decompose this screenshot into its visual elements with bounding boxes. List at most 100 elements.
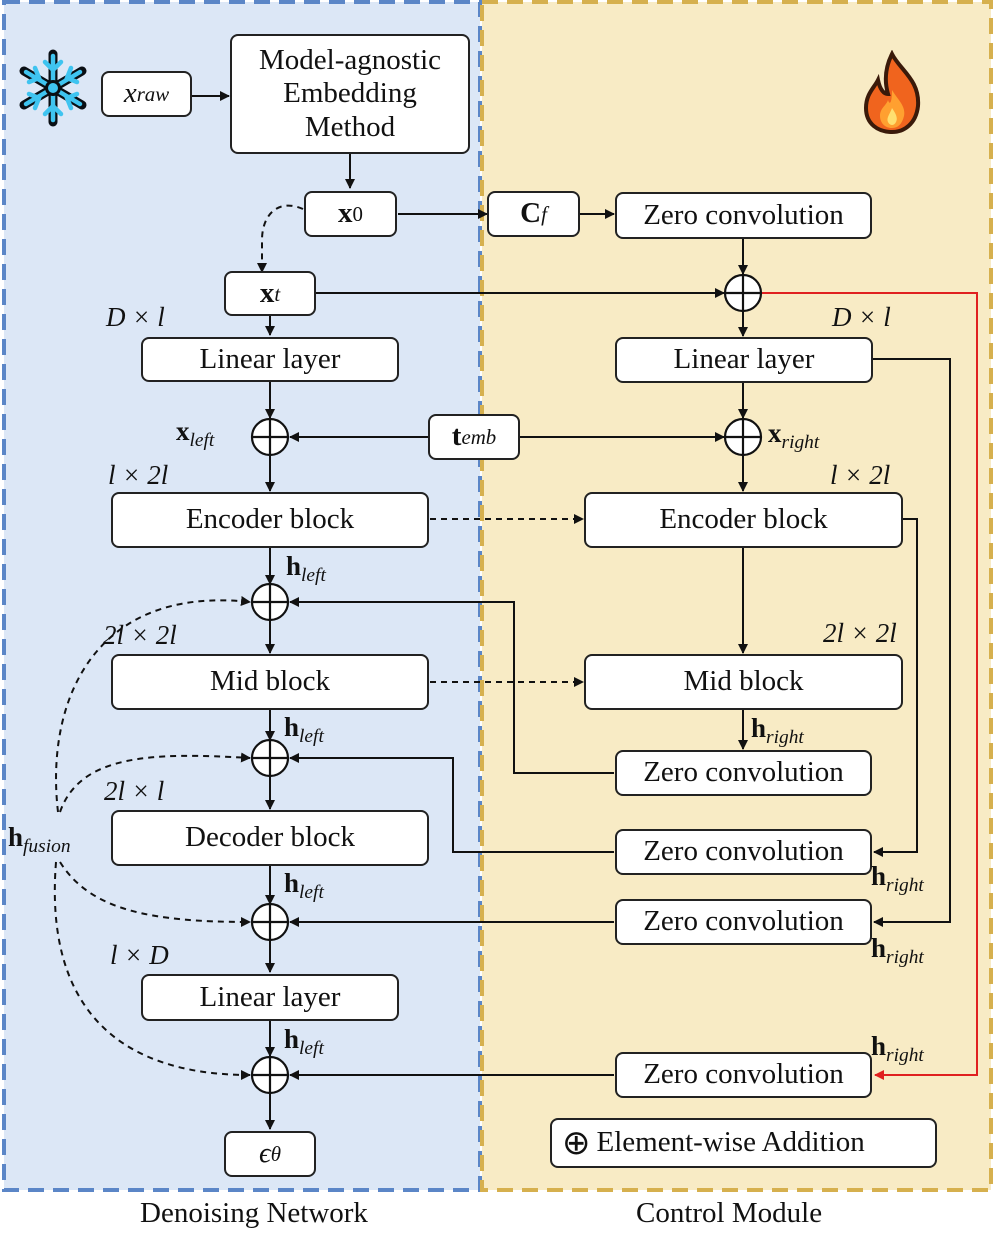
epsilon-sub: θ xyxy=(270,1142,281,1166)
x0-base: x xyxy=(338,197,353,230)
mid-block-right: Mid block xyxy=(584,654,903,710)
x-right-sub: right xyxy=(781,431,820,453)
x-left-base: x xyxy=(176,416,190,446)
x-right-base: x xyxy=(768,418,782,448)
encoder-block-right: Encoder block xyxy=(584,492,903,548)
x0-sub: 0 xyxy=(352,202,363,226)
h-right-label-2: hright xyxy=(871,861,924,896)
arrow-linear-zero3 xyxy=(873,358,951,927)
dim-label-left-5: l × D xyxy=(110,940,169,970)
h-left-base-3: h xyxy=(284,868,300,898)
h-left-label-2: hleft xyxy=(284,712,324,747)
h-left-sub-4: left xyxy=(299,1037,324,1059)
mid-block-left: Mid block xyxy=(111,654,429,710)
fire-icon xyxy=(863,50,921,135)
h-left-base-1: h xyxy=(286,551,302,581)
t-emb-sub: emb xyxy=(461,425,497,449)
xt-base: x xyxy=(259,276,275,309)
zero-convolution-3-label: Zero convolution xyxy=(643,905,844,938)
h-right-sub-1: right xyxy=(766,726,804,748)
dim-label-right-3: 2l × 2l xyxy=(823,618,897,648)
linear-layer-left-2-label: Linear layer xyxy=(199,980,341,1013)
dim-label-left-4: 2l × l xyxy=(104,776,165,806)
h-fusion-label: hfusion xyxy=(8,822,71,857)
h-left-label-3: hleft xyxy=(284,868,324,903)
cf-sub: f xyxy=(541,202,547,226)
dashed-x0-xt xyxy=(257,204,304,273)
dim-label-right-2: l × 2l xyxy=(830,460,891,490)
dim-label-left-3: 2l × 2l xyxy=(103,620,177,650)
legend-symbol: ⊕ xyxy=(562,1123,591,1163)
dim-label-right-1: D × l xyxy=(832,302,891,332)
zero-convolution-1-label: Zero convolution xyxy=(643,756,844,789)
legend-label: Element-wise Addition xyxy=(596,1126,865,1159)
h-right-base-4: h xyxy=(871,1031,887,1061)
h-left-base-4: h xyxy=(284,1024,300,1054)
zero-convolution-2: Zero convolution xyxy=(615,829,872,875)
x-left-sub: left xyxy=(189,429,215,451)
zero-convolution-2-label: Zero convolution xyxy=(643,835,844,868)
right-panel-title: Control Module xyxy=(636,1197,823,1229)
x-raw-sub: raw xyxy=(136,82,170,106)
h-right-label-1: hright xyxy=(751,713,804,748)
snowflake-icon xyxy=(19,49,87,127)
encoder-block-right-label: Encoder block xyxy=(659,503,828,536)
dashed-fusion-add5 xyxy=(53,861,251,1080)
add-node-top-right xyxy=(723,273,763,313)
h-left-base-2: h xyxy=(284,712,300,742)
x-left-label: xleft xyxy=(176,416,215,451)
mid-block-right-label: Mid block xyxy=(683,665,804,698)
arrow-zero2-add3 xyxy=(289,753,614,853)
linear-layer-left-1: Linear layer xyxy=(141,337,399,382)
zero-convolution-4: Zero convolution xyxy=(615,1052,872,1098)
add-node-hleft-1 xyxy=(250,582,290,622)
h-right-base-2: h xyxy=(871,861,887,891)
decoder-block-left: Decoder block xyxy=(111,810,429,866)
h-left-label-1: hleft xyxy=(286,551,326,586)
h-right-label-3: hright xyxy=(871,935,924,968)
zero-convolution-1: Zero convolution xyxy=(615,750,872,796)
h-left-sub-2: left xyxy=(299,725,324,747)
x-right-label: xright xyxy=(768,418,820,453)
mid-block-left-label: Mid block xyxy=(209,665,331,698)
linear-layer-left-1-label: Linear layer xyxy=(199,342,341,375)
left-panel-title: Denoising Network xyxy=(140,1197,368,1229)
linear-layer-right-label: Linear layer xyxy=(673,343,815,376)
arrow-red-skip xyxy=(762,292,978,1080)
linear-layer-left-2: Linear layer xyxy=(141,974,399,1021)
h-right-sub-2: right xyxy=(886,874,924,896)
add-node-hleft-2 xyxy=(250,738,290,778)
decoder-block-left-label: Decoder block xyxy=(185,821,355,854)
t-emb-base: t xyxy=(451,420,462,453)
encoder-block-left: Encoder block xyxy=(111,492,429,548)
legend-box: ⊕ Element-wise Addition xyxy=(550,1118,937,1168)
zero-convolution-3: Zero convolution xyxy=(615,899,872,945)
add-node-hleft-3 xyxy=(250,902,290,942)
h-right-base-1: h xyxy=(751,713,767,743)
dim-label-left-2: l × 2l xyxy=(108,460,169,490)
h-right-sub-4: right xyxy=(886,1044,924,1066)
embedding-method-box: Model-agnostic Embedding Method xyxy=(230,34,470,154)
h-left-label-4: hleft xyxy=(284,1024,324,1059)
h-right-label-4: hright xyxy=(871,1031,924,1066)
linear-layer-right: Linear layer xyxy=(615,337,873,383)
add-node-xleft xyxy=(250,417,290,457)
control-module-panel xyxy=(480,0,993,1192)
zero-convolution-top-label: Zero convolution xyxy=(643,198,844,231)
embedding-method-label: Model-agnostic Embedding Method xyxy=(258,43,441,143)
add-node-hleft-4 xyxy=(250,1055,290,1095)
encoder-block-left-label: Encoder block xyxy=(185,503,355,536)
epsilon-base: ϵ xyxy=(259,1137,271,1170)
cf-base: C xyxy=(520,197,542,230)
zero-convolution-top: Zero convolution xyxy=(615,192,872,239)
h-right-sub-3: right xyxy=(886,946,924,968)
h-fusion-base: h xyxy=(8,822,24,852)
h-left-sub-3: left xyxy=(299,881,324,903)
